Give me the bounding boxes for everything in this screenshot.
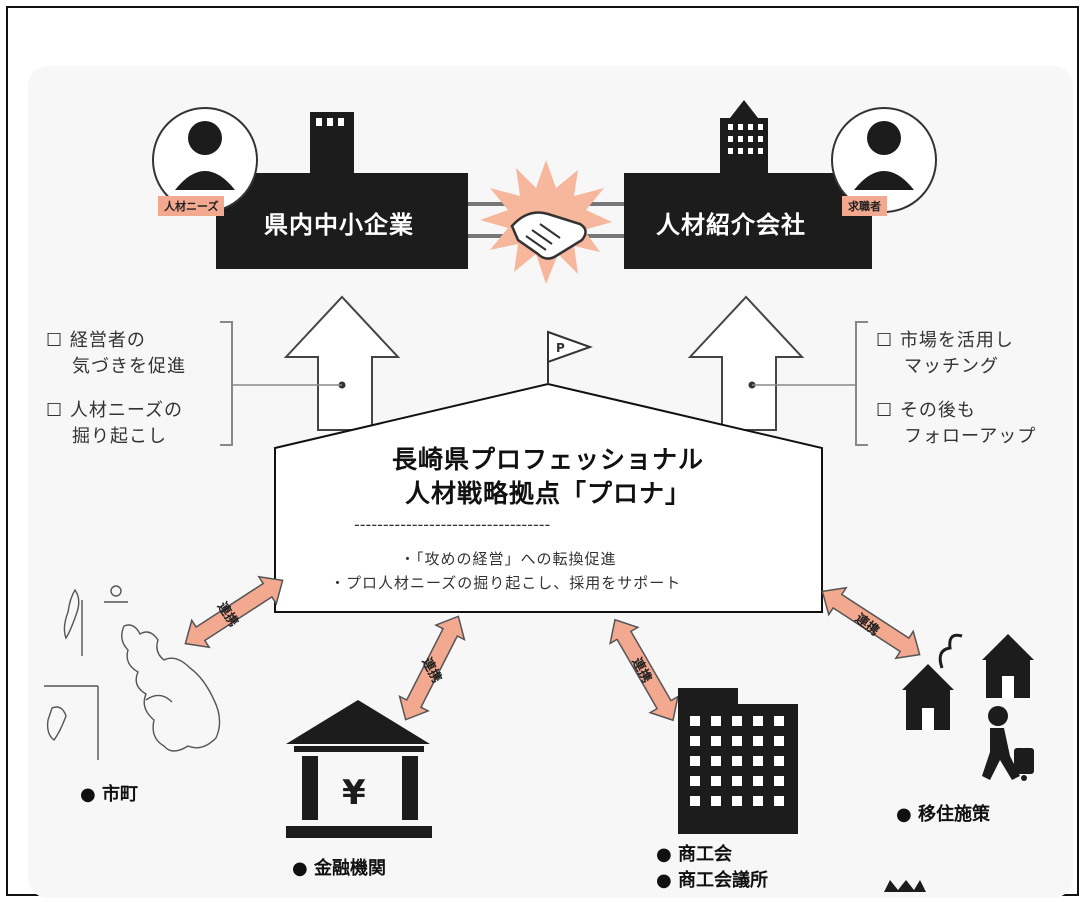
- tower-window: [732, 756, 742, 766]
- tower-window: [732, 776, 742, 786]
- tower-window: [753, 796, 763, 806]
- link-arrow-commerce: [609, 618, 679, 722]
- tower-window: [753, 736, 763, 746]
- tower-window: [753, 716, 763, 726]
- left-point-2-text: 人材ニーズの: [69, 400, 183, 421]
- link-arrow-finance: [398, 615, 466, 721]
- center-title-line1: 長崎県プロフェッショナル: [391, 445, 704, 474]
- right-point-1-text: 市場を活用し: [899, 330, 1014, 351]
- left-point-1: ☐ 経営者の: [46, 330, 146, 351]
- tower-window: [774, 796, 784, 806]
- left-point-2b: 掘り起こし: [72, 426, 167, 447]
- right-point-2b: フォローアップ: [904, 426, 1037, 447]
- tower-window: [711, 716, 721, 726]
- tower-window: [690, 736, 700, 746]
- right-up-arrow: [687, 295, 805, 431]
- tower-window: [711, 796, 721, 806]
- center-divider: ----------------------------------: [354, 515, 551, 534]
- tower-window: [711, 776, 721, 786]
- center-bullet-2: ・プロ人材ニーズの掘り起こし、採用をサポート: [330, 574, 682, 592]
- tower-window: [690, 796, 700, 806]
- left-point-2: ☐ 人材ニーズの: [46, 400, 183, 421]
- tower-windows: [690, 716, 784, 806]
- place-cities: ● 市町: [80, 784, 138, 805]
- link-arrow-migration: [821, 586, 921, 660]
- tower-window: [690, 716, 700, 726]
- tower-window: [774, 756, 784, 766]
- left-company-name: 県内中小企業: [264, 211, 414, 239]
- left-point-1-text: 経営者の: [69, 330, 146, 351]
- tower-window: [774, 776, 784, 786]
- yen-symbol: ¥: [342, 773, 366, 813]
- tower-window: [732, 736, 742, 746]
- right-company-name: 人材紹介会社: [656, 211, 806, 239]
- right-point-1b: マッチング: [904, 356, 999, 377]
- right-person-icon: [831, 107, 937, 213]
- left-company-tag: 人材ニーズ: [158, 196, 225, 216]
- nagasaki-map-icon: [44, 585, 221, 760]
- tower-window: [774, 716, 784, 726]
- tower-window: [732, 796, 742, 806]
- flag-letter: P: [556, 341, 565, 355]
- left-bracket: [220, 321, 342, 446]
- tower-window: [774, 736, 784, 746]
- tower-window: [753, 756, 763, 766]
- tower-window: [711, 756, 721, 766]
- left-up-arrow: [283, 295, 401, 431]
- place-migration: ● 移住施策: [896, 804, 990, 825]
- tower-window: [753, 776, 763, 786]
- right-point-1: ☐ 市場を活用し: [876, 330, 1014, 351]
- right-point-2-text: その後も: [899, 400, 976, 421]
- place-commerce-1: ● 商工会: [656, 844, 732, 865]
- handshake-icon: [480, 160, 612, 284]
- right-company-tag: 求職者: [842, 196, 887, 216]
- place-finance: ● 金融機関: [292, 858, 386, 879]
- tower-window: [732, 716, 742, 726]
- partial-icon-bottom: [884, 880, 926, 892]
- left-company-building: [216, 112, 468, 269]
- center-title-line2: 人材戦略拠点「プロナ」: [404, 479, 691, 508]
- place-commerce-2: ● 商工会議所: [656, 870, 768, 891]
- left-point-1b: 気づきを促進: [72, 356, 186, 377]
- tower-window: [690, 756, 700, 766]
- left-person-icon: [152, 107, 258, 213]
- bank-icon: [286, 700, 432, 838]
- right-bracket: [752, 321, 868, 446]
- right-point-2: ☐ その後も: [876, 400, 976, 421]
- tower-window: [690, 776, 700, 786]
- center-bullet-1: ・「攻めの経営」への転換促進: [400, 550, 617, 568]
- tower-window: [711, 736, 721, 746]
- link-arrow-cities: [184, 575, 284, 649]
- right-company-building: [624, 100, 872, 269]
- migration-icons: [902, 633, 1034, 781]
